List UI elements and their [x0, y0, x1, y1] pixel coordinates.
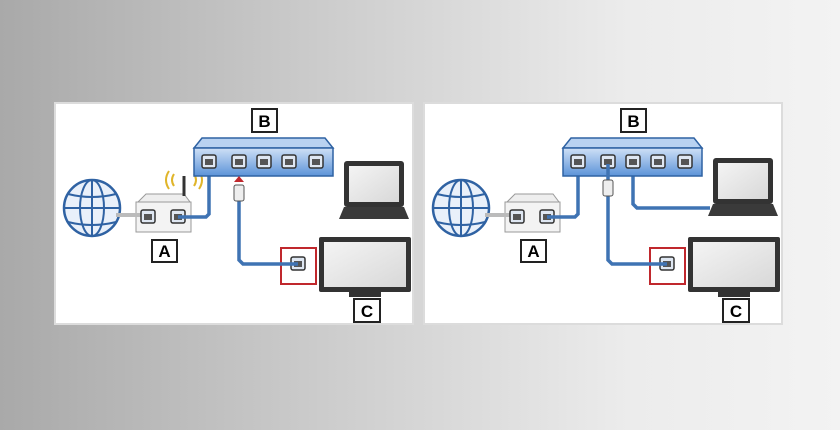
router-a: [116, 170, 203, 233]
switch-b: [563, 138, 702, 176]
diagram-panel-after: A B C: [423, 102, 783, 325]
laptop-icon: [708, 158, 778, 216]
label-c: C: [361, 302, 373, 321]
label-b: B: [627, 112, 639, 131]
cable-switch-laptop: [631, 164, 710, 210]
cable-router-switch: [178, 164, 211, 219]
ethernet-plug-icon: [233, 184, 245, 202]
cable-tv-unplugged: [237, 200, 298, 266]
label-b: B: [258, 112, 270, 131]
label-a: A: [158, 242, 170, 261]
wifi-signal-icon: [165, 170, 203, 190]
arrow-up-icon: [234, 176, 244, 182]
tv-icon: [688, 237, 780, 297]
label-a: A: [527, 242, 539, 261]
ethernet-plug-icon: [602, 179, 614, 197]
laptop-icon: [339, 161, 409, 219]
switch-b: [194, 138, 333, 176]
highlight-box: [280, 247, 317, 285]
highlight-box: [649, 247, 686, 285]
router-a: [485, 193, 561, 233]
internet-globe-icon: [431, 178, 491, 238]
tv-icon: [319, 237, 411, 297]
cable-switch-tv: [606, 164, 667, 266]
diagram-panel-before: A B C: [54, 102, 414, 325]
label-c: C: [730, 302, 742, 321]
cable-router-switch: [547, 164, 580, 219]
internet-globe-icon: [62, 178, 122, 238]
